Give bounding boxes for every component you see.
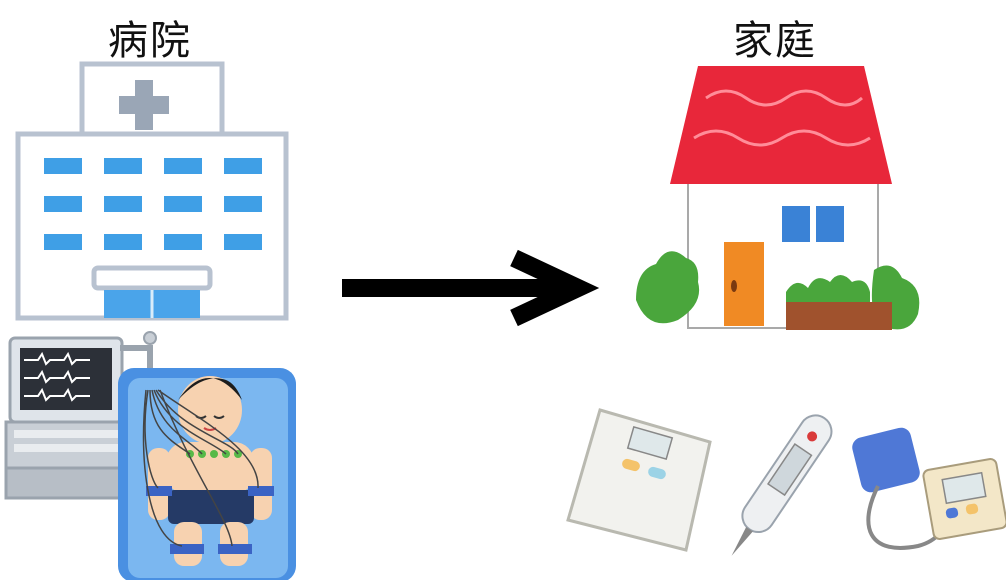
thermometer xyxy=(731,414,833,556)
hospital-building xyxy=(15,61,289,321)
hospital-entrance xyxy=(91,265,213,318)
ecg-patient-illustration xyxy=(4,331,296,580)
bp-display xyxy=(941,471,987,505)
body-scale xyxy=(566,408,712,552)
house-windows xyxy=(782,206,844,242)
hospital-windows xyxy=(44,158,262,250)
house xyxy=(636,66,920,330)
roof xyxy=(670,66,892,184)
home-label: 家庭 xyxy=(733,18,817,64)
bp-cuff xyxy=(852,427,920,493)
thermometer-display xyxy=(766,443,813,497)
patient xyxy=(142,376,274,566)
planter xyxy=(786,302,892,330)
hospital-sign xyxy=(79,61,225,139)
blood-pressure-monitor xyxy=(852,427,1006,550)
scale-display xyxy=(626,425,674,461)
cross-icon xyxy=(119,80,169,130)
arrow xyxy=(342,249,600,327)
ecg-monitor xyxy=(4,331,157,500)
hospital-label: 病院 xyxy=(108,18,192,64)
door xyxy=(724,242,764,326)
